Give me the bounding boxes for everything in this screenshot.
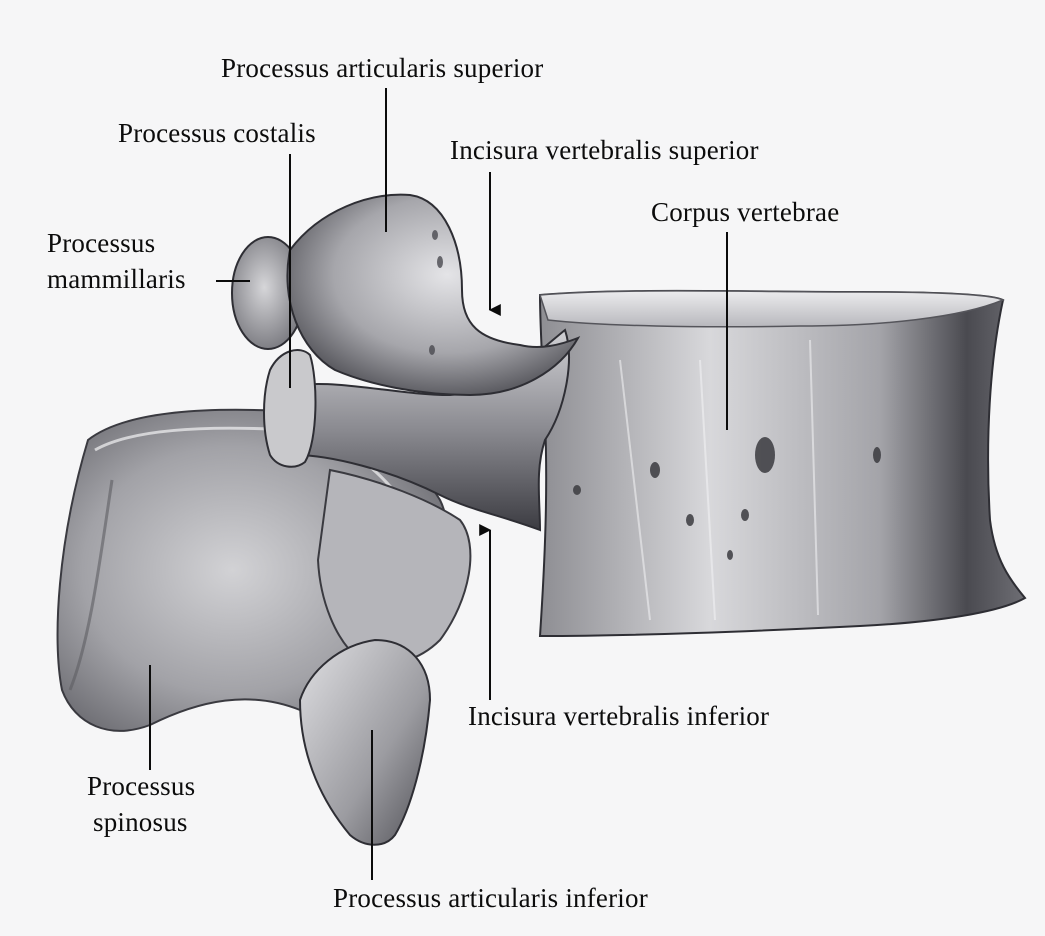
- superior-articular-shape: [286, 193, 581, 397]
- label-articular-inferior: Processus articularis inferior: [333, 883, 648, 913]
- label-spinosus-line2: spinosus: [93, 807, 188, 837]
- body-texture: [573, 437, 881, 560]
- label-incisura-superior: Incisura vertebralis superior: [450, 135, 759, 165]
- inferior-articular-shape: [298, 638, 432, 846]
- lamina-shape: [316, 468, 472, 665]
- label-spinosus-line1: Processus: [87, 771, 196, 801]
- vertebral-body-shape: [538, 289, 1027, 638]
- label-incisura-inferior: Incisura vertebralis inferior: [468, 701, 770, 731]
- label-articular-superior: Processus articularis superior: [221, 53, 544, 83]
- label-corpus: Corpus vertebrae: [651, 197, 840, 227]
- label-costalis: Processus costalis: [118, 118, 316, 148]
- leader-lines: [149, 88, 728, 880]
- label-mammillaris-line1: Processus: [47, 228, 156, 258]
- costal-process-shape: [263, 349, 317, 468]
- label-mammillaris-line2: mammillaris: [47, 264, 186, 294]
